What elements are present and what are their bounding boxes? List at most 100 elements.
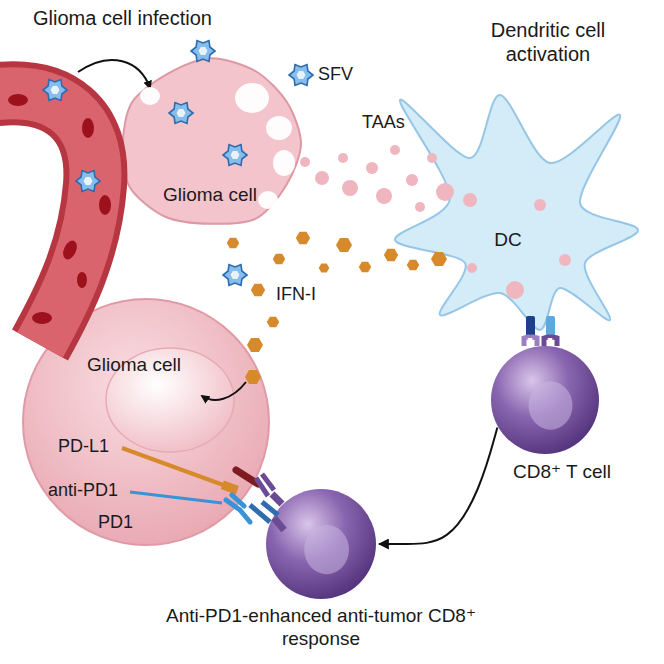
ifn-i-molecules [431, 252, 447, 266]
t-cell-nucleus [529, 381, 573, 429]
blood-vessel [8, 94, 28, 106]
node-label: DC [494, 229, 521, 252]
taa-dots [315, 171, 329, 185]
ifn-i-molecules [227, 232, 447, 384]
sfv-particles [76, 171, 100, 192]
taa-dots [415, 202, 425, 212]
blood-vessel [60, 238, 79, 261]
engulfed-antigens [506, 281, 524, 299]
t-cell-body [266, 489, 376, 599]
mhc-tcr-lower [272, 494, 282, 504]
vacuoles [235, 83, 269, 113]
annotation-label: PD-L1 [58, 436, 109, 458]
engulfed-antigens [467, 263, 477, 273]
taa-dots [436, 183, 454, 201]
taa-dots [376, 188, 392, 204]
signal-arrow [202, 382, 246, 400]
panel-heading: Dendritic cell activation [461, 18, 636, 66]
vacuoles [266, 116, 292, 140]
pd-l1-molecule [221, 481, 239, 495]
ifn-i-molecules [247, 338, 263, 352]
vacuoles [258, 191, 278, 209]
t-cell-outline [265, 488, 377, 600]
ifn-i-molecules [359, 262, 371, 273]
pd-l1-molecule [122, 448, 239, 494]
sfv-particles [223, 145, 247, 166]
ifn-i-molecules [273, 254, 285, 265]
mhc-tcr-lower [256, 474, 274, 496]
vacuoles [140, 83, 295, 209]
t-cell-nucleus [304, 525, 349, 574]
t-cell-body [491, 346, 599, 454]
sfv-particles [223, 265, 247, 286]
vacuoles [273, 150, 295, 176]
mhc-tcr-upper [524, 337, 537, 346]
engulfed-antigens [463, 193, 571, 299]
ifn-i-molecules [245, 370, 261, 384]
engulfed-antigens [534, 199, 546, 211]
sfv-particles [43, 80, 67, 101]
annotation-label: anti-PD1 [48, 480, 118, 502]
blood-vessel [82, 118, 94, 138]
pd1-receptor [250, 502, 284, 530]
sfv-particles [43, 41, 313, 286]
node-label: Glioma cell [163, 184, 257, 207]
ifn-i-molecules [296, 232, 310, 244]
t-cell: CD8⁺ T cell [490, 345, 600, 455]
mhc-tcr-upper [544, 337, 557, 346]
pd1-receptor [274, 518, 284, 530]
blood-vessel [77, 272, 87, 288]
sfv-particles [169, 103, 193, 124]
anti-pd1-antibody [130, 492, 222, 503]
caption-text: Anti-PD1-enhanced anti-tumor CD8⁺ respon… [141, 605, 501, 651]
ifn-i-molecules [384, 249, 398, 261]
taa-dots [342, 180, 358, 196]
blood-vessel [99, 195, 111, 215]
taa-dots [300, 157, 310, 167]
taa-dots [406, 174, 418, 186]
infection-arrow [78, 60, 150, 88]
engulfed-antigens [559, 254, 571, 266]
dendritic-cell-body [395, 95, 638, 330]
ifn-i-molecules [336, 238, 352, 252]
panel-heading: Glioma cell infection [33, 6, 212, 30]
flow-arrow [379, 428, 497, 545]
blood-vessel [32, 312, 52, 324]
anti-pd1-antibody [130, 492, 250, 522]
pd-l1-molecule [122, 448, 226, 486]
node-label: CD8⁺ T cell [513, 461, 611, 484]
annotation-label: TAAs [362, 112, 405, 134]
ifn-i-molecules [319, 263, 330, 272]
ifn-i-molecules [267, 317, 279, 328]
vacuoles [140, 87, 160, 105]
annotation-label: IFN-I [276, 284, 316, 306]
sfv-particles [289, 65, 313, 86]
mhc-tcr-upper [524, 316, 557, 346]
taa-dots [390, 145, 400, 155]
taa-dots [366, 162, 378, 174]
mhc-tcr-upper [546, 316, 555, 336]
taa-dots [300, 145, 454, 212]
mhc-tcr-lower [236, 470, 282, 504]
blood-vessel [0, 93, 95, 345]
annotation-label: PD1 [98, 512, 133, 534]
sfv-particles [191, 41, 215, 62]
ifn-i-molecules [407, 260, 419, 271]
blood-vessel [0, 93, 111, 345]
glioma-cell-body [123, 58, 301, 224]
t-cell-outline [490, 345, 600, 455]
annotation-label: SFV [318, 64, 353, 86]
t-cell: Anti-PD1-enhanced anti-tumor CD8⁺ respon… [265, 488, 377, 600]
anti-pd1-antibody [226, 495, 250, 522]
node-label: Glioma cell [87, 354, 181, 377]
taa-dots [338, 153, 348, 163]
blood-vessel [0, 93, 95, 345]
mhc-tcr-lower [236, 470, 258, 484]
ifn-i-molecules [251, 284, 265, 296]
taa-dots [427, 153, 437, 163]
ifn-i-molecules [227, 238, 239, 249]
